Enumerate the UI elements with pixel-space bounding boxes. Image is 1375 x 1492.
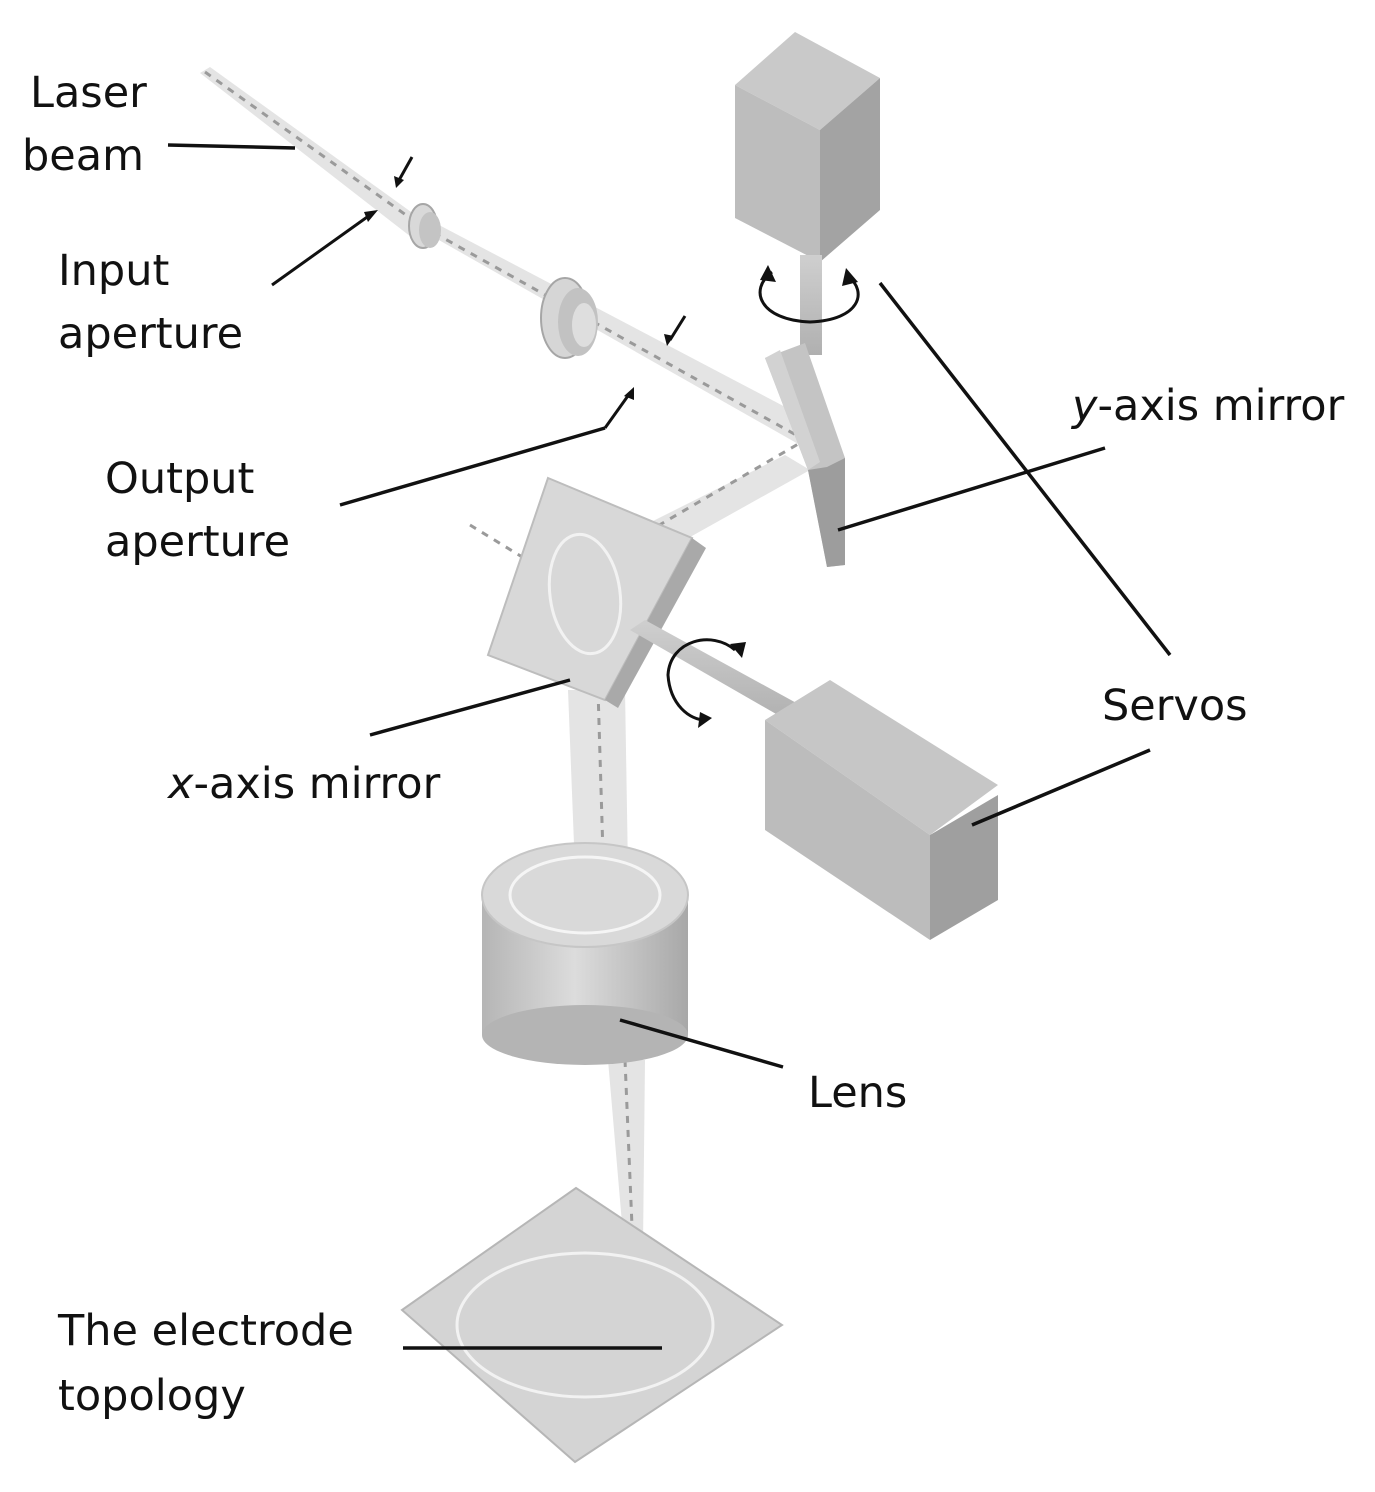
input-aperture xyxy=(408,203,441,249)
beam-x-to-lens xyxy=(568,690,628,870)
laser-beam-path xyxy=(200,67,810,1346)
leader-lines xyxy=(167,143,1172,1350)
rotation-arrow-x-icon xyxy=(666,638,746,728)
leader-servo-top xyxy=(878,281,1172,657)
label-x-axis-mirror-italic: x xyxy=(166,759,194,809)
leader-output-aperture xyxy=(339,426,606,507)
electrode-plate xyxy=(400,1186,784,1464)
beam-core-upper xyxy=(204,70,809,550)
label-output-aperture-line2: aperture xyxy=(105,517,290,567)
label-servos: Servos xyxy=(1102,681,1248,731)
leader-laser-beam xyxy=(167,143,296,150)
servo-y xyxy=(735,32,880,355)
label-electrode-line2: topology xyxy=(58,1371,246,1421)
label-y-axis-mirror: y-axis mirror xyxy=(1070,381,1345,431)
leader-lens xyxy=(619,1018,784,1069)
label-electrode-line1: The electrode xyxy=(57,1306,354,1356)
output-aperture xyxy=(540,277,598,359)
leader-x-axis-mirror xyxy=(369,678,571,737)
leader-servo-side xyxy=(971,748,1151,827)
beam-expanded xyxy=(420,215,810,445)
label-y-axis-mirror-italic: y xyxy=(1070,381,1098,431)
input-aperture-arrows xyxy=(271,156,414,287)
rotation-arrow-y-icon xyxy=(758,265,860,324)
x-axis-mirror xyxy=(486,476,706,708)
label-output-aperture-line1: Output xyxy=(105,454,254,504)
label-input-aperture-line2: aperture xyxy=(58,309,243,359)
beam-incoming xyxy=(200,67,425,240)
beam-core-focus xyxy=(623,1059,639,1346)
labels: Laser beam Input aperture Output apertur… xyxy=(22,68,1345,1421)
label-y-axis-mirror-rest: -axis mirror xyxy=(1097,381,1344,431)
beam-core-lower xyxy=(596,689,607,921)
label-laser-beam-line2: beam xyxy=(22,131,144,181)
label-input-aperture-line1: Input xyxy=(58,246,169,296)
label-x-axis-mirror-rest: -axis mirror xyxy=(193,759,440,809)
leader-y-axis-mirror xyxy=(837,446,1106,532)
label-laser-beam-line1: Laser xyxy=(30,68,147,118)
output-aperture-arrows xyxy=(603,315,687,429)
y-axis-mirror xyxy=(765,343,845,567)
lens xyxy=(481,842,689,1065)
label-lens: Lens xyxy=(808,1068,907,1118)
servo-x xyxy=(630,620,998,940)
label-x-axis-mirror: x-axis mirror xyxy=(166,759,441,809)
